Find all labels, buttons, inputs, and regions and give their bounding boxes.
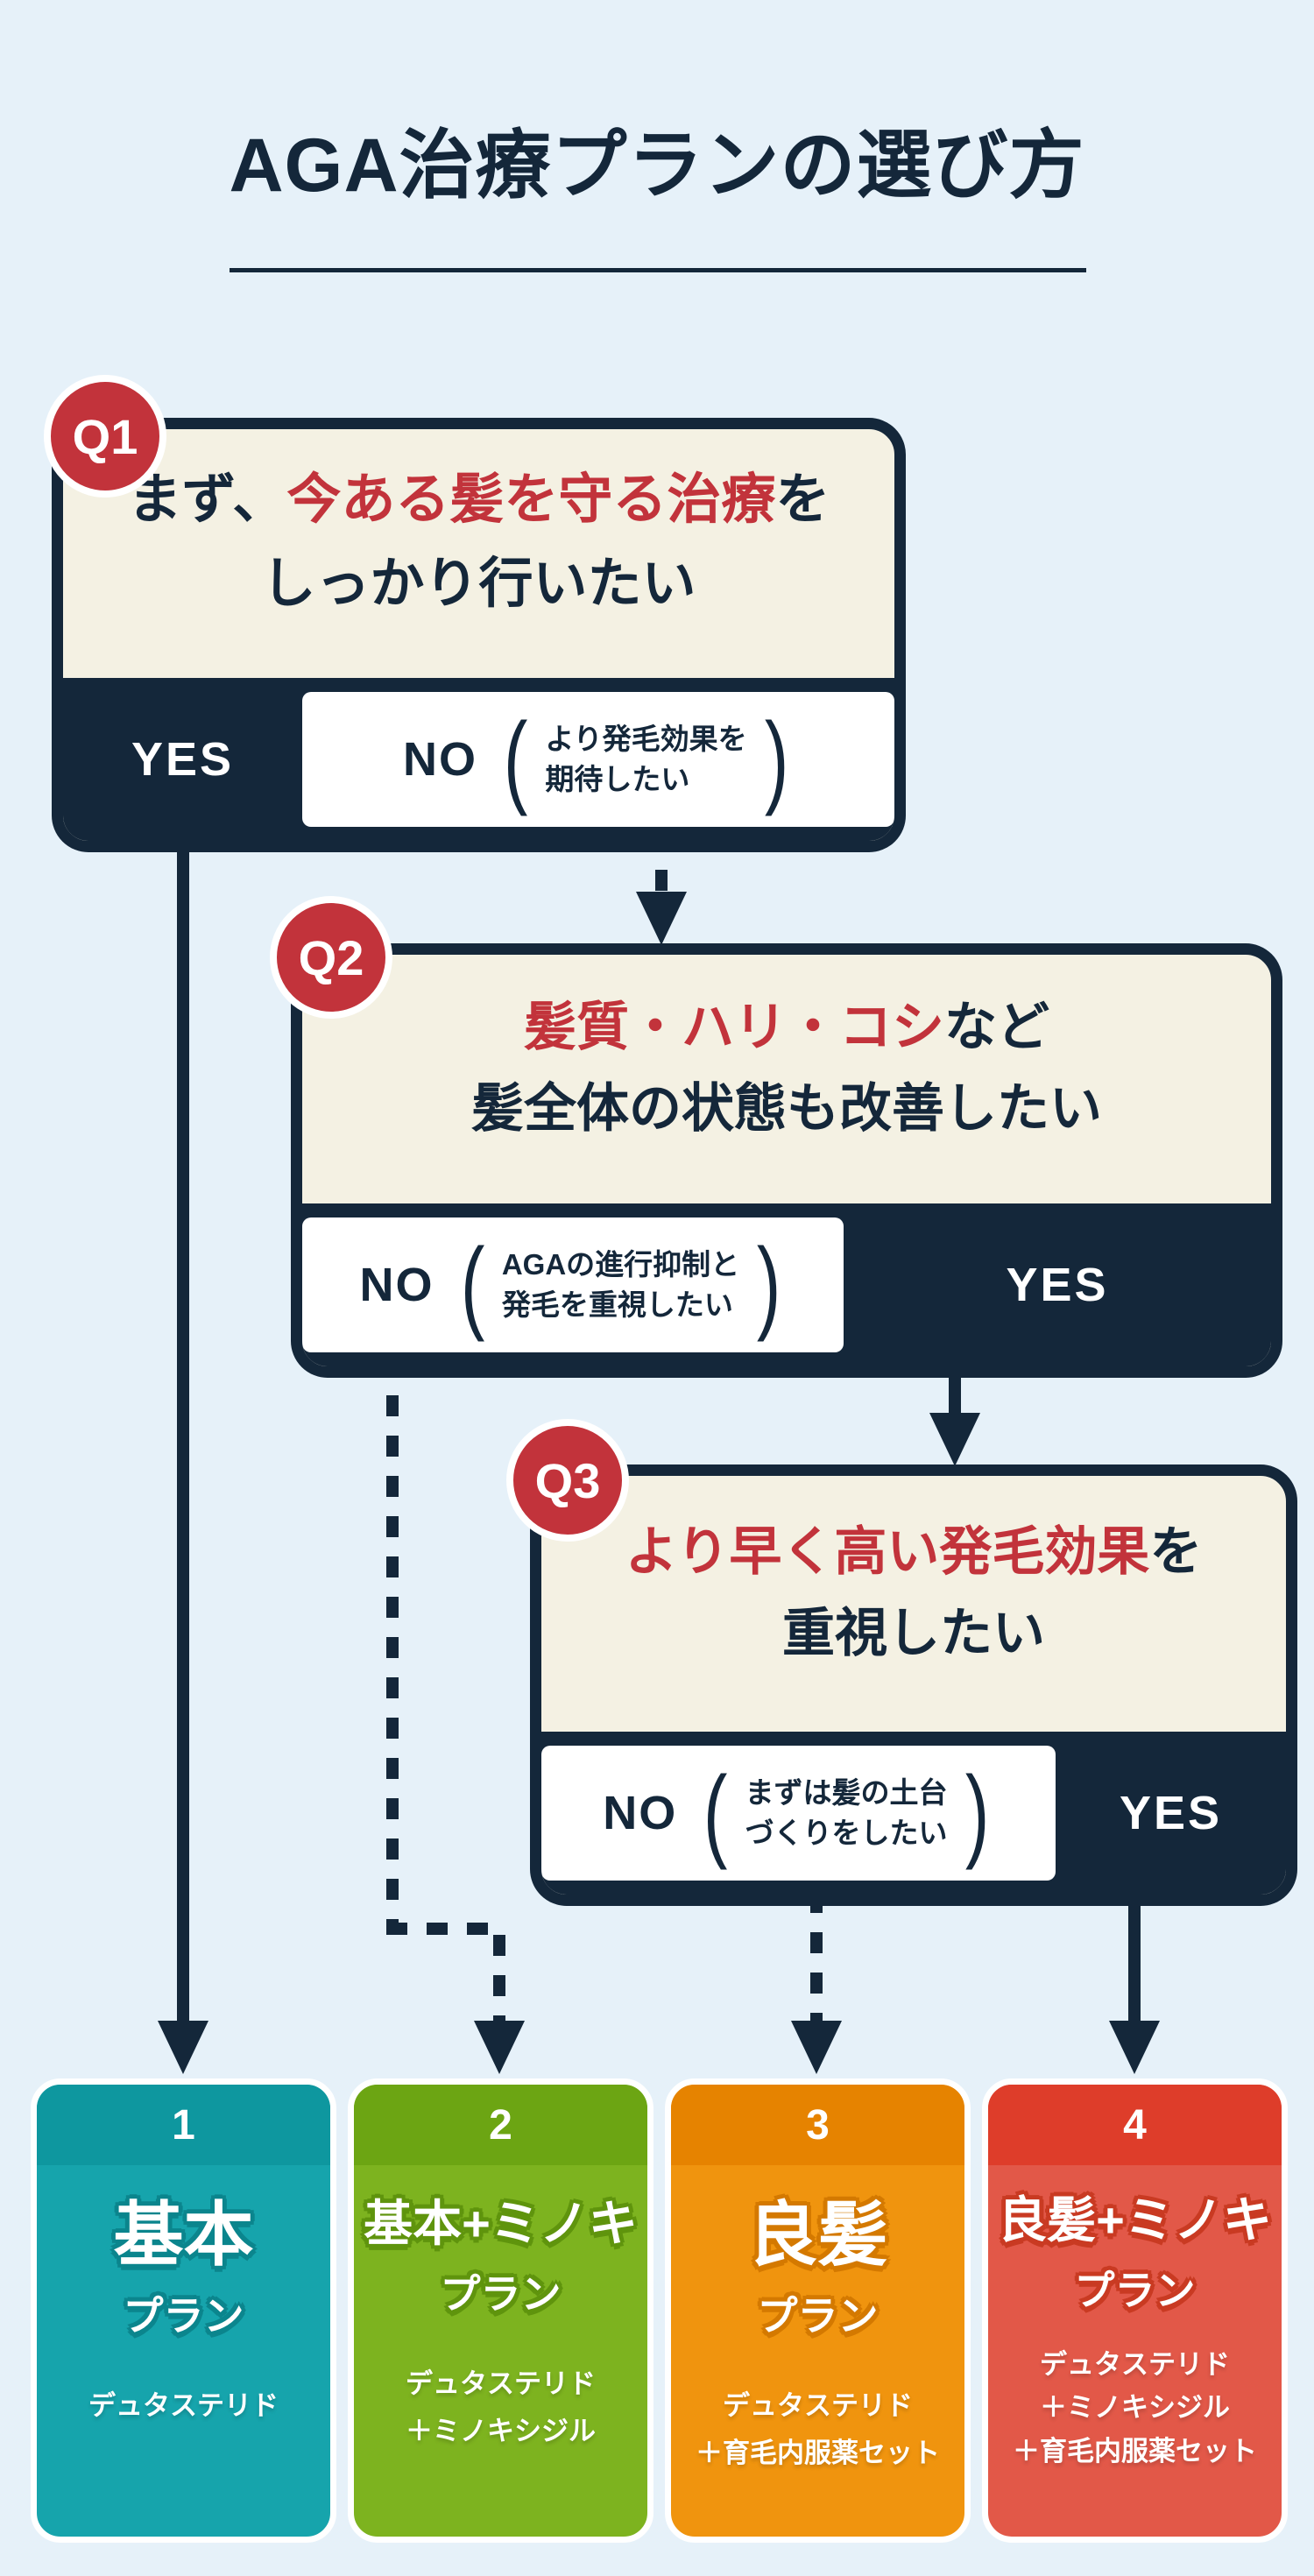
connector-q1-yes-arrowhead [158, 2021, 208, 2074]
connector-q3-yes-line [1128, 1892, 1141, 2021]
close-paren: ) [964, 1754, 989, 1871]
connector-q2-no-line-horizontal [386, 1923, 505, 1935]
plan4-subtitle: プラン [1074, 2267, 1196, 2313]
q2-line2: 髪全体の状態も改善したい [471, 1079, 1102, 1138]
q3-no-note: まずは髪の土台 づくりをしたい [745, 1775, 948, 1849]
plan2-body: 基本+ミノキ プラン デュタステリド ＋ミノキシジル [354, 2165, 647, 2455]
page-title: AGA治療プランの選び方 [229, 124, 1085, 208]
plan2-title: 基本+ミノキ [364, 2196, 638, 2251]
connector-q2-yes-line [949, 1355, 961, 1416]
question-box-q1: まず、今ある髪を守る治療を しっかり行いたい YES NO ( より発毛効果を … [52, 418, 906, 852]
plan3-title: 良髪 [747, 2196, 888, 2274]
connector-q1-no-arrowhead [636, 892, 687, 945]
plan2-number-band: 2 [354, 2085, 647, 2165]
q3-answer-bar: NO ( まずは髪の土台 づくりをしたい ) YES [541, 1732, 1286, 1895]
plan4-title: 良髪+ミノキ [998, 2192, 1272, 2248]
plan3-number-band: 3 [671, 2085, 964, 2165]
connector-q3-no-line [810, 1892, 823, 2021]
open-paren: ( [703, 1754, 728, 1871]
plan-card-ryohatsu-minoki: 4 良髪+ミノキ プラン デュタステリド ＋ミノキシジル ＋育毛内服薬セット [982, 2078, 1288, 2543]
plan-card-basic: 1 基本 プラン デュタステリド [31, 2078, 336, 2543]
q2-question-text: 髪質・ハリ・コシなど 髪全体の状態も改善したい [302, 955, 1271, 1181]
plan3-subtitle: プラン [757, 2293, 879, 2339]
plan1-number-band: 1 [37, 2085, 330, 2165]
q3-yes-cell: YES [1119, 1787, 1223, 1839]
q3-badge: Q3 [506, 1419, 629, 1542]
open-paren: ( [460, 1226, 484, 1343]
connector-q3-yes-arrowhead [1109, 2021, 1160, 2074]
connector-q3-no-arrowhead [791, 2021, 842, 2074]
plan4-body: 良髪+ミノキ プラン デュタステリド ＋ミノキシジル ＋育毛内服薬セット [988, 2165, 1282, 2474]
q1-question-text: まず、今ある髪を守る治療を しっかり行いたい [63, 429, 894, 655]
plan1-body: 基本 プラン デュタステリド [37, 2165, 330, 2430]
q2-no-cell: NO ( AGAの進行抑制と 発毛を重視したい ) [302, 1217, 844, 1352]
close-paren: ) [757, 1226, 781, 1343]
connector-q2-no-arrowhead [474, 2021, 525, 2074]
connector-q1-yes-line [177, 829, 189, 2021]
q1-no-cell: NO ( より発毛効果を 期待したい ) [302, 692, 894, 827]
q1-line1: まず、今ある髪を守る治療を [127, 469, 830, 530]
plan2-items: デュタステリド ＋ミノキシジル [406, 2368, 596, 2447]
open-paren: ( [503, 701, 528, 817]
connector-q2-yes-arrowhead [929, 1413, 980, 1466]
plan-card-basic-minoki: 2 基本+ミノキ プラン デュタステリド ＋ミノキシジル [348, 2078, 653, 2543]
q3-no-cell: NO ( まずは髪の土台 づくりをしたい ) [541, 1746, 1056, 1881]
q1-line2: しっかり行いたい [261, 554, 696, 614]
question-box-q3: より早く高い発毛効果を 重視したい NO ( まずは髪の土台 づくりをしたい )… [530, 1464, 1297, 1906]
q2-no-note: AGAの進行抑制と 発毛を重視したい [501, 1247, 740, 1321]
q2-yes-cell: YES [1006, 1259, 1109, 1311]
q1-no-note: より発毛効果を 期待したい [545, 722, 747, 795]
plan-card-ryohatsu: 3 良髪 プラン デュタステリド ＋育毛内服薬セット [665, 2078, 971, 2543]
plan1-subtitle: プラン [123, 2293, 244, 2339]
plan4-number-band: 4 [988, 2085, 1282, 2165]
plan1-items: デュタステリド [88, 2390, 279, 2421]
connector-q1-no-line [655, 829, 668, 910]
q1-yes-cell: YES [131, 733, 235, 786]
q3-question-text: より早く高い発毛効果を 重視したい [541, 1476, 1286, 1709]
connector-q2-no-line-vertical [386, 1355, 399, 1935]
plan3-body: 良髪 プラン デュタステリド ＋育毛内服薬セット [671, 2165, 964, 2478]
q2-badge: Q2 [270, 896, 392, 1019]
plan1-title: 基本 [113, 2196, 254, 2274]
connector-q2-no-line-down [493, 1935, 505, 2021]
q3-line2: 重視したい [782, 1604, 1045, 1662]
title-underline [230, 268, 1086, 272]
q1-answer-bar: YES NO ( より発毛効果を 期待したい ) [63, 678, 894, 841]
q2-answer-bar: NO ( AGAの進行抑制と 発毛を重視したい ) YES [302, 1203, 1271, 1366]
question-box-q2: 髪質・ハリ・コシなど 髪全体の状態も改善したい NO ( AGAの進行抑制と 発… [291, 943, 1282, 1378]
q3-line1: より早く高い発毛効果を [625, 1522, 1203, 1581]
q1-badge: Q1 [44, 375, 166, 498]
plan4-items: デュタステリド ＋ミノキシジル ＋育毛内服薬セット [1013, 2348, 1257, 2467]
q2-line1: 髪質・ハリ・コシなど [524, 998, 1049, 1056]
plan2-subtitle: プラン [440, 2270, 562, 2317]
plan3-items: デュタステリド ＋育毛内服薬セット [696, 2390, 940, 2469]
close-paren: ) [764, 701, 789, 817]
